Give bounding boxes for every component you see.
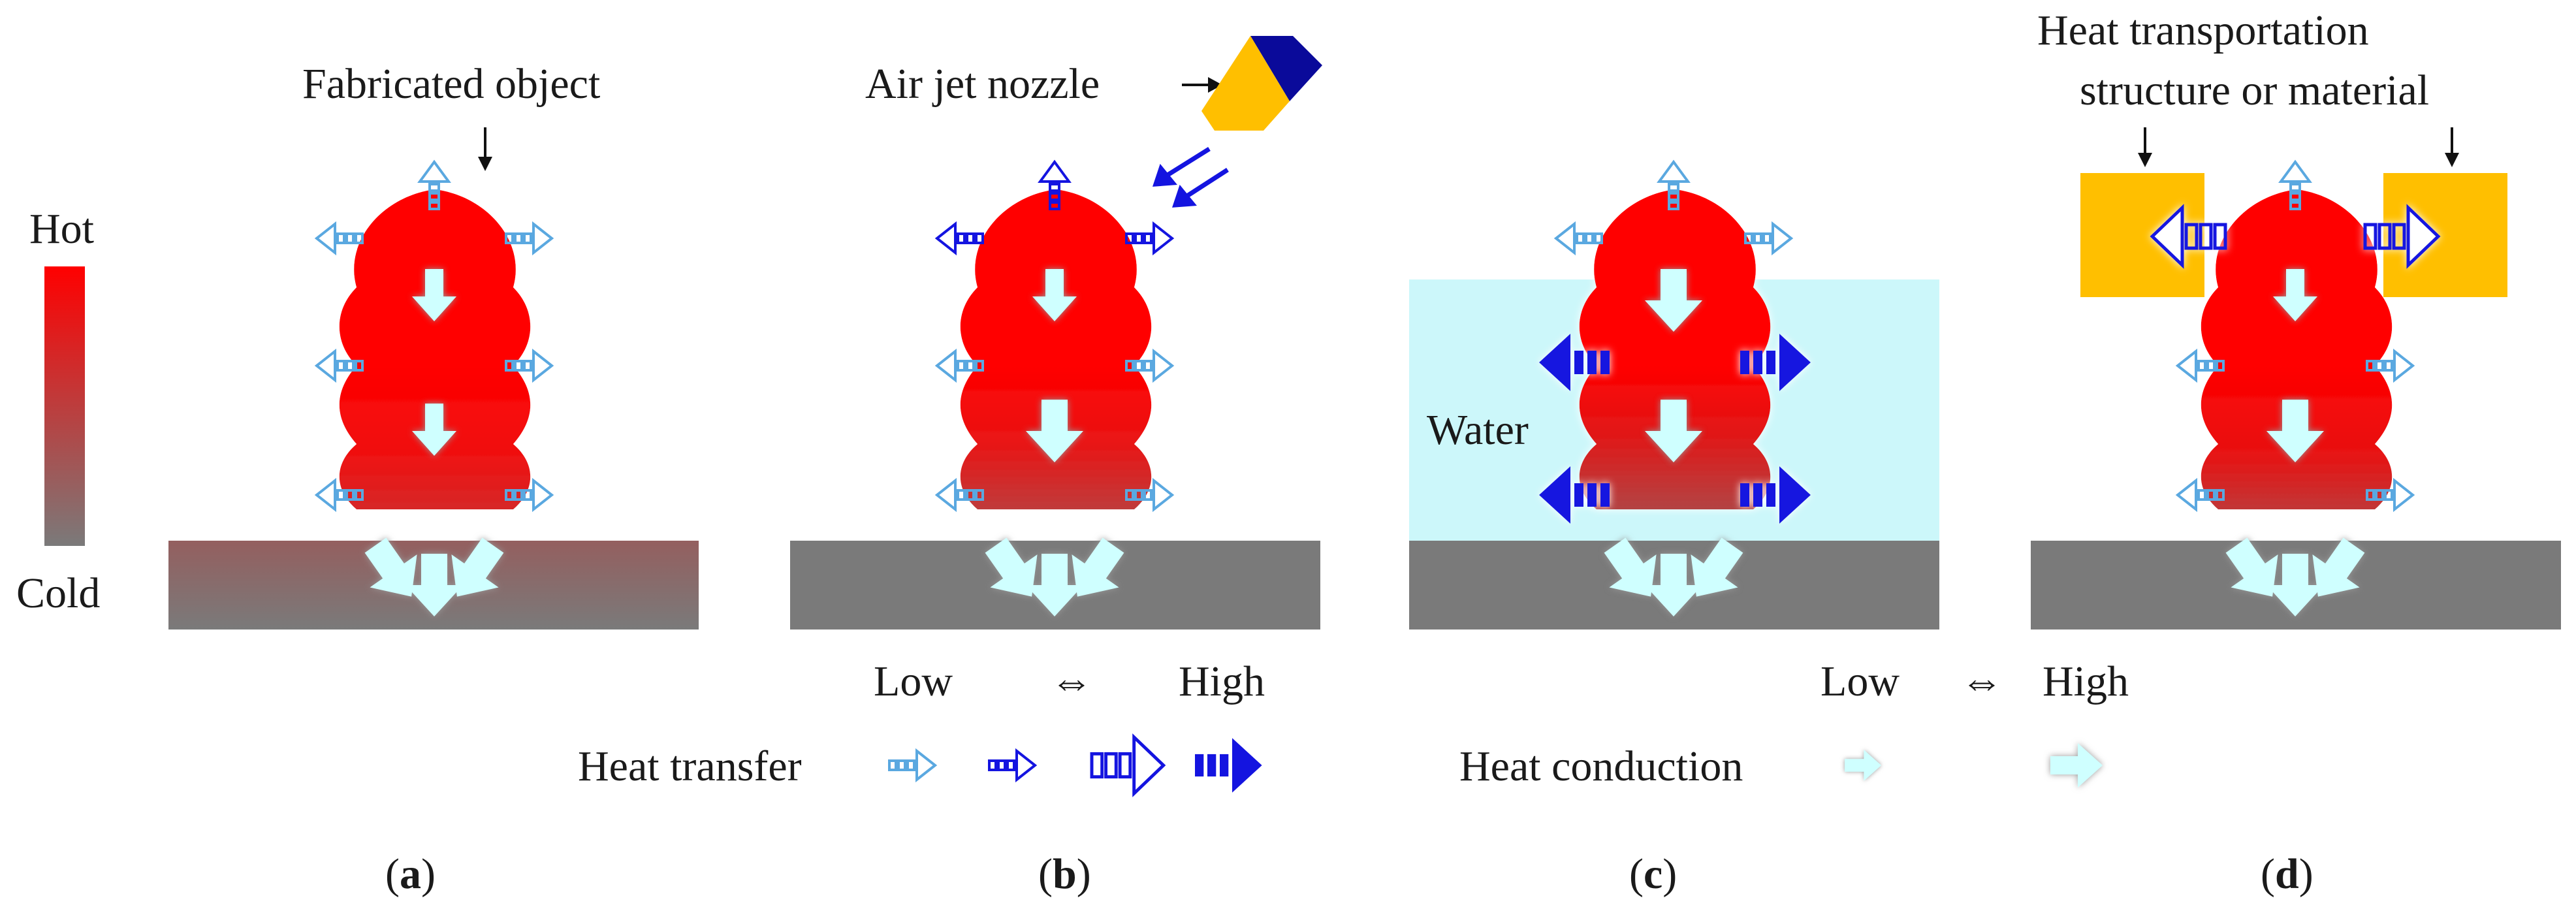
left-arrow-icon <box>315 223 364 254</box>
fabricated-column <box>960 189 1152 509</box>
transfer-low-label: Low <box>874 658 953 705</box>
conduction-high-label: High <box>2043 658 2129 705</box>
caption-d: (d) <box>2261 850 2314 898</box>
caption-a: (a) <box>385 850 436 898</box>
panel-b: Air jet nozzle <box>790 36 1322 898</box>
panel-a: Fabricated object (a) <box>168 60 699 898</box>
fabricated-column <box>1579 189 1771 509</box>
panel-c: Water (c) <box>1409 161 1939 898</box>
panel-d: Heat transportation structure or materia… <box>2031 7 2561 898</box>
right-arrow-icon <box>505 223 553 254</box>
fabricated-object-label: Fabricated object <box>302 60 600 108</box>
water-label: Water <box>1427 406 1529 454</box>
left-arrow-icon <box>936 223 984 254</box>
air-jet-nozzle-label: Air jet nozzle <box>865 60 1100 108</box>
temperature-gradient-bar <box>44 266 85 546</box>
fabricated-column <box>339 189 531 509</box>
low-conduction-arrow-icon <box>1845 750 1881 781</box>
transfer-high-label: High <box>1179 658 1265 705</box>
double-arrow-icon: ⇔ <box>1050 658 1093 705</box>
fabricated-column <box>2201 189 2393 509</box>
heat-conduction-label: Heat conduction <box>1459 742 1743 790</box>
caption-c: (c) <box>1629 850 1677 898</box>
double-arrow-icon: ⇔ <box>1960 658 2003 705</box>
heat-transfer-label: Heat transfer <box>578 742 802 790</box>
temperature-legend: Hot Cold <box>16 205 100 617</box>
heat-transport-label-line2: structure or material <box>2080 67 2429 114</box>
heat-transfer-legend: Heat transfer <box>578 737 1262 793</box>
high-transfer-arrow-icon <box>1092 737 1164 793</box>
heat-transport-block-right <box>2383 173 2507 297</box>
air-jet-arrows <box>1153 147 1229 208</box>
low-transfer-arrow-icon <box>888 750 936 781</box>
conduction-low-label: Low <box>1821 658 1900 705</box>
hot-label: Hot <box>29 205 94 253</box>
high-conduction-arrow-icon <box>2050 743 2103 788</box>
left-arrow-icon <box>1555 223 1603 254</box>
nozzle-icon <box>1201 36 1322 131</box>
cold-label: Cold <box>16 569 100 617</box>
caption-b: (b) <box>1038 850 1091 898</box>
heat-transport-label-line1: Heat transportation <box>2037 7 2369 54</box>
heat-conduction-scale: Low ⇔ High Heat conduction <box>1459 658 2129 790</box>
medium-transfer-arrow-icon <box>988 750 1036 781</box>
highest-transfer-arrow-icon <box>1195 738 1262 793</box>
